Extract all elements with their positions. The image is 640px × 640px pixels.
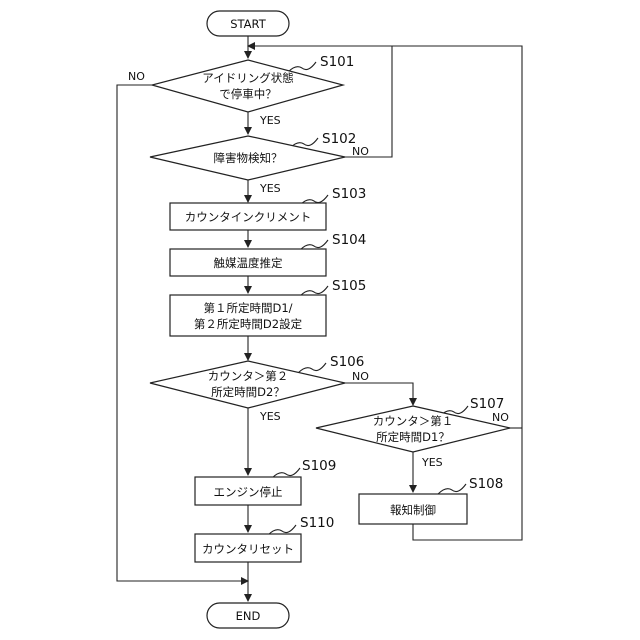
s107-line-2: 所定時間D1？ — [376, 430, 450, 444]
s101-yes-label: YES — [259, 114, 281, 127]
s104-id: S104 — [332, 232, 366, 248]
s110-id: S110 — [300, 515, 334, 531]
start-terminal: START — [207, 11, 289, 36]
s107-yes-label: YES — [421, 456, 443, 469]
step-s108: 報知制御 S108 — [359, 476, 503, 524]
s102-yes-label: YES — [259, 182, 281, 195]
s106-no-label: NO — [352, 370, 369, 383]
step-s102: 障害物検知？ S102 — [150, 131, 356, 180]
s103-id: S103 — [332, 186, 366, 202]
step-s101: アイドリング状態 で停車中？ S101 — [152, 54, 354, 112]
step-s104: 触媒温度推定 S104 — [170, 232, 366, 276]
s106-yes-label: YES — [259, 410, 281, 423]
leader-s108 — [438, 484, 466, 494]
s106-id: S106 — [330, 354, 364, 370]
s105-id: S105 — [332, 278, 366, 294]
s101-diamond — [152, 60, 343, 112]
end-label: END — [236, 609, 261, 623]
s106-line-2: 所定時間D2？ — [211, 385, 285, 399]
start-label: START — [230, 17, 266, 31]
step-s105: 第１所定時間D1/ 第２所定時間D2設定 S105 — [170, 278, 366, 336]
s105-line-1: 第１所定時間D1/ — [203, 301, 292, 315]
end-terminal: END — [207, 603, 289, 628]
s107-line-1: カウンタ＞第１ — [373, 414, 454, 428]
s104-line-1: 触媒温度推定 — [214, 256, 283, 270]
s107-diamond — [316, 406, 510, 452]
s107-id: S107 — [470, 396, 504, 412]
s101-id: S101 — [320, 54, 354, 70]
step-s110: カウンタリセット S110 — [195, 515, 334, 562]
s107-no-label: NO — [492, 411, 509, 424]
s103-line-1: カウンタインクリメント — [185, 210, 312, 224]
s101-no-label: NO — [128, 70, 145, 83]
s110-line-1: カウンタリセット — [202, 542, 294, 556]
leader-s106 — [298, 363, 326, 373]
s101-line-1: アイドリング状態 — [202, 71, 293, 85]
s101-line-2: で停車中？ — [219, 87, 277, 101]
step-s109: エンジン停止 S109 — [195, 458, 336, 505]
s102-no-label: NO — [352, 145, 369, 158]
step-s106: カウンタ＞第２ 所定時間D2？ S106 — [150, 354, 364, 408]
s108-id: S108 — [469, 476, 503, 492]
s109-id: S109 — [302, 458, 336, 474]
s109-line-1: エンジン停止 — [214, 485, 283, 499]
s102-line-1: 障害物検知？ — [214, 151, 283, 165]
s106-line-1: カウンタ＞第２ — [208, 369, 289, 383]
s108-line-1: 報知制御 — [390, 503, 436, 517]
s105-line-2: 第２所定時間D2設定 — [194, 317, 303, 331]
arrow-s106-no — [343, 383, 413, 405]
